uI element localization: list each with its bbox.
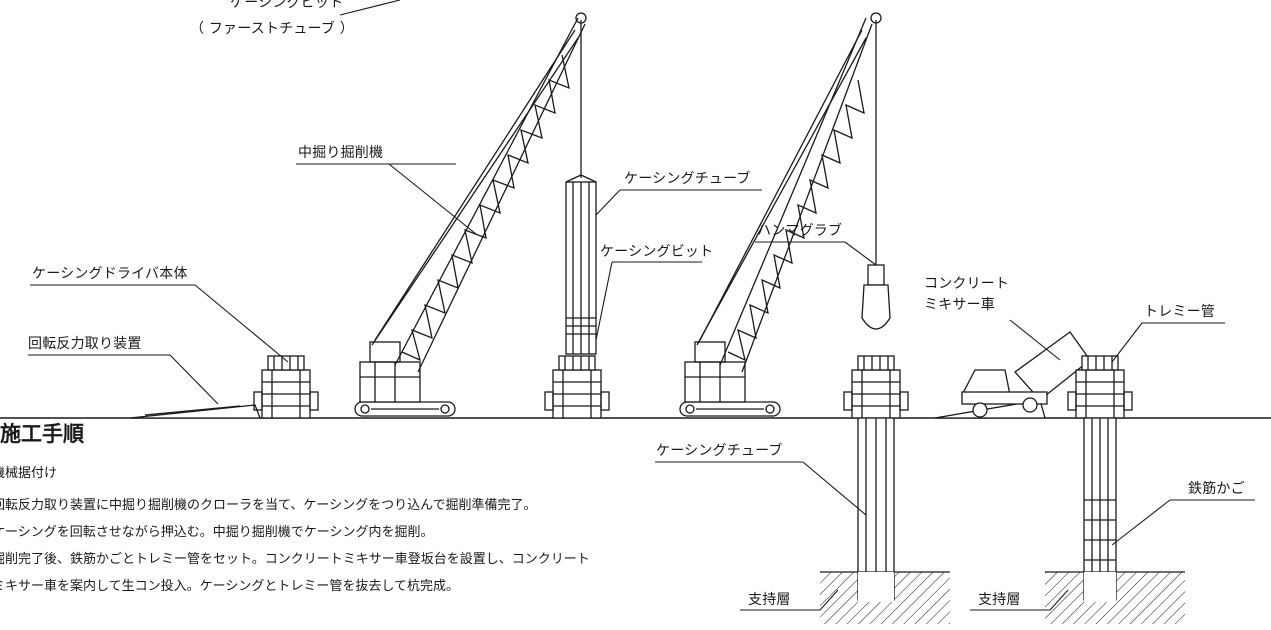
underground-casing — [857, 417, 895, 601]
first-tube-label: （ ファーストチューブ ） — [190, 21, 354, 37]
casing-bit-label: ケーシングビット — [600, 244, 714, 260]
hanging-casing — [565, 174, 597, 355]
casing-driver-3 — [843, 355, 909, 419]
casing-bit-first-label: ケーシングビット — [230, 0, 344, 11]
casing-tube-hanging-label: ケーシングチューブ — [624, 171, 751, 187]
casing-driver-2 — [544, 355, 610, 419]
procedure-title: 施工手順 — [0, 422, 84, 446]
procedure-step-2: 回転反力取り装置に中掘り掘削機のクローラを当て、ケーシングをつり込んで掘削準備完… — [0, 498, 537, 513]
bearing-layer-label-1: 支持層 — [748, 592, 791, 608]
rebar-cage-label: 鉄筋かご — [1188, 481, 1245, 497]
bearing-layer-label-2: 支持層 — [978, 592, 1021, 608]
excavator-label: 中掘り掘削機 — [298, 145, 384, 161]
tremie-label: トレミー管 — [1144, 304, 1215, 320]
mixer-truck-drawing — [934, 331, 1091, 419]
crane-stage3 — [679, 12, 882, 417]
procedure-step-3: ケーシングを回転させながら押込む。中掘り掘削機でケーシング内を掘削。 — [0, 525, 434, 540]
procedure-step-4: 掘削完了後、鉄筋かごとトレミー管をセット。コンクリートミキサー車登坂台を設置し、… — [0, 552, 590, 567]
leader-lines — [28, 0, 1255, 611]
mixer-truck-label-1: コンクリート — [924, 276, 1010, 292]
rebar-cage-drawing — [1083, 417, 1117, 601]
casing-tube-ground-label: ケーシングチューブ — [656, 443, 783, 459]
mixer-truck-label-2: ミキサー車 — [924, 297, 995, 313]
hammer-grab-label: ハンマグラブ — [757, 223, 843, 239]
reaction-device — [129, 404, 261, 419]
casing-driver-drawing — [253, 355, 319, 419]
casing-driver-label: ケーシングドライバ本体 — [32, 266, 188, 282]
reaction-device-label: 回転反力取り装置 — [28, 336, 142, 352]
procedure-step-1: 機械据付け — [0, 466, 58, 481]
procedure-step-5: ミキサー車を案内して生コン投入。ケーシングとトレミー管を抜去して杭完成。 — [0, 579, 459, 594]
crane-stage2 — [354, 12, 587, 417]
hammer-grab — [861, 264, 891, 330]
